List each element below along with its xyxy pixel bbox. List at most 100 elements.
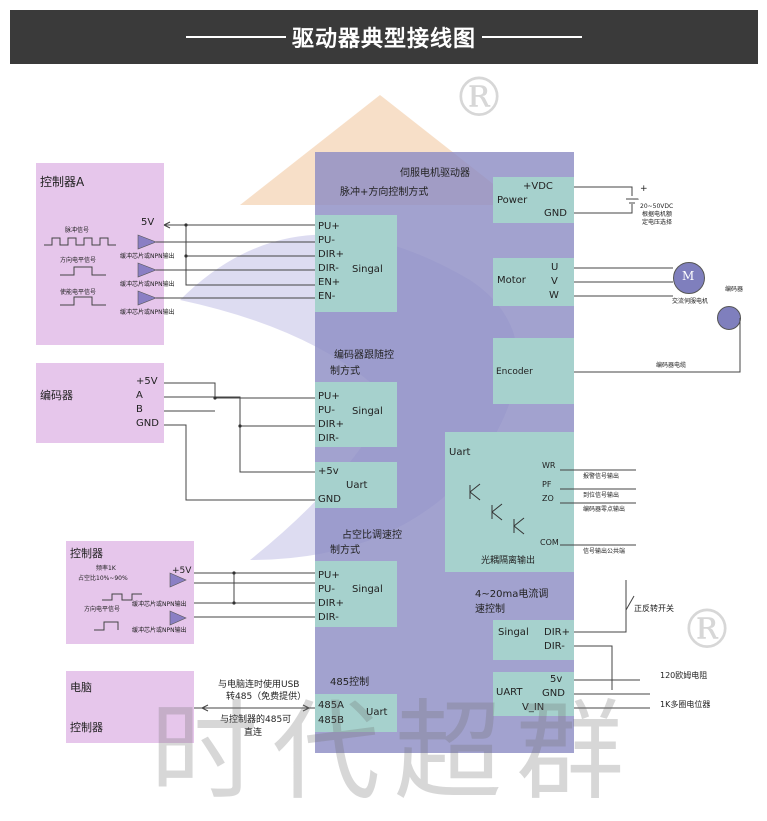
signal-wr: WR — [542, 461, 556, 470]
duty-pin-3: DIR- — [318, 612, 339, 623]
uart-output-label: Uart — [449, 447, 471, 458]
current-uart-block — [493, 672, 574, 716]
motor-block — [493, 258, 574, 306]
current-pin-vin: V_IN — [522, 702, 545, 713]
motor-pin-v: V — [551, 276, 558, 287]
controller-b-duty: 占空比10%~90% — [78, 575, 128, 582]
controller-a-5v: 5V — [141, 217, 155, 228]
pc-box — [66, 671, 194, 743]
direction-signal-label: 方向电平信号 — [60, 257, 97, 264]
output-inposition: 到位信号输出 — [583, 492, 620, 499]
output-zero: 编码器零点输出 — [583, 506, 626, 513]
registered-mark-top: ® — [452, 66, 506, 129]
duty-pin-2: DIR+ — [318, 598, 344, 609]
pc-label: 电脑 — [70, 681, 92, 694]
encoder-pin-5v: +5V — [136, 376, 158, 387]
duty-pin-block — [315, 561, 397, 627]
motor-label: Motor — [497, 275, 526, 286]
note-direct-1: 与控制器的485可 — [220, 715, 292, 725]
current-pin-5v: 5v — [550, 674, 563, 685]
current-pin-dir-plus: DIR+ — [544, 627, 570, 638]
power-block — [493, 177, 574, 223]
uart-pin-5v: +5v — [318, 466, 339, 477]
power-note-3: 定电压选择 — [642, 219, 673, 226]
pulse-pin-5: EN- — [318, 291, 336, 302]
pulse-pin-3: DIR- — [318, 263, 339, 274]
controller-a-title: 控制器A — [40, 175, 85, 189]
current-singal-block — [493, 620, 574, 660]
buffer-label-1: 缓冲芯片或NPN输出 — [120, 253, 175, 260]
power-gnd: GND — [544, 208, 567, 219]
watermark-text: 时代超群 — [150, 690, 639, 815]
current-pin-gnd: GND — [542, 688, 565, 699]
pulse-singal: Singal — [352, 264, 383, 275]
encoder-section-title-1: 编码器跟随控 — [334, 350, 394, 361]
resistor-label: 120欧姆电阻 — [660, 671, 708, 680]
motor-pin-u: U — [551, 262, 559, 273]
motor-pin-w: W — [549, 290, 559, 301]
note-direct-2: 直连 — [244, 728, 263, 738]
controller-b-buffer-1: 缓冲芯片或NPN输出 — [132, 601, 187, 608]
current-section-title-2: 速控制 — [475, 604, 505, 615]
rs485-block — [315, 694, 397, 732]
pulse-section-title: 脉冲+方向控制方式 — [340, 187, 429, 198]
controller-a-box — [36, 163, 164, 345]
encoder-singal: Singal — [352, 406, 383, 417]
encoder-box-title: 编码器 — [40, 389, 73, 402]
switch-label: 正反转开关 — [634, 604, 674, 613]
motor-icon — [673, 262, 705, 294]
title-right-rule — [482, 36, 582, 38]
page-title: 驱动器典型接线图 — [291, 27, 476, 52]
encoder-box — [36, 363, 164, 443]
encoder-section-title-2: 制方式 — [330, 366, 360, 377]
encoder-pin-block — [315, 382, 397, 447]
pulse-pin-1: PU- — [318, 235, 335, 246]
signal-com: COM — [540, 538, 559, 547]
duty-singal: Singal — [352, 584, 383, 595]
duty-pin-1: PU- — [318, 584, 335, 595]
encoder-drv-pin-3: DIR- — [318, 433, 339, 444]
current-singal: Singal — [498, 627, 529, 638]
encoder-drv-pin-1: PU- — [318, 405, 335, 416]
signal-zo: ZO — [542, 494, 554, 503]
encoder-pin-gnd: GND — [136, 418, 159, 429]
title-left-rule — [185, 36, 286, 38]
uart-output-block — [445, 432, 574, 572]
output-common: 信号输出公共端 — [583, 548, 626, 555]
note-usb-1: 与电脑连时使用USB — [218, 680, 300, 690]
motor-encoder-label: 编码器 — [725, 286, 744, 293]
encoder-pin-a: A — [136, 390, 143, 401]
duty-section-title-1: 占空比调速控 — [342, 530, 402, 541]
output-alarm: 报警信号输出 — [583, 473, 620, 480]
rs485-pin-a: 485A — [318, 700, 344, 711]
power-note-2: 根据电机额 — [642, 211, 673, 218]
controller-b-5v: +5V — [172, 566, 192, 576]
duty-pin-0: PU+ — [318, 570, 340, 581]
encoder-block — [493, 338, 574, 404]
buffer-label-2: 缓冲芯片或NPN输出 — [120, 281, 175, 288]
signal-pf: PF — [542, 480, 552, 489]
pulse-pin-block — [315, 215, 397, 312]
current-uart-label: UART — [496, 687, 523, 698]
controller-b-buffer-2: 缓冲芯片或NPN输出 — [132, 627, 187, 634]
encoder-block-label: Encoder — [496, 367, 533, 377]
encoder-cable-label: 编码器电缆 — [656, 362, 687, 369]
rs485-uart: Uart — [366, 707, 388, 718]
pulse-pin-2: DIR+ — [318, 249, 344, 260]
encoder-drv-pin-0: PU+ — [318, 391, 340, 402]
encoder-pin-b: B — [136, 404, 143, 415]
rs485-section-title: 485控制 — [330, 677, 370, 688]
current-pin-dir-minus: DIR- — [544, 641, 565, 652]
encoder-drv-pin-2: DIR+ — [318, 419, 344, 430]
controller-b-box — [66, 541, 194, 644]
pulse-pin-4: EN+ — [318, 277, 341, 288]
rs485-pin-b: 485B — [318, 715, 344, 726]
uart-pin-gnd: GND — [318, 494, 341, 505]
uart-small-block — [315, 462, 397, 508]
potentiometer-label: 1K多圈电位器 — [660, 700, 711, 709]
optocoupler-caption: 光耦隔离输出 — [481, 556, 536, 566]
wiring-diagram — [44, 186, 741, 712]
controller-b-dir: 方向电平信号 — [84, 606, 121, 613]
registered-mark-bottom: ® — [680, 598, 734, 661]
motor-m-letter: M — [682, 269, 695, 283]
